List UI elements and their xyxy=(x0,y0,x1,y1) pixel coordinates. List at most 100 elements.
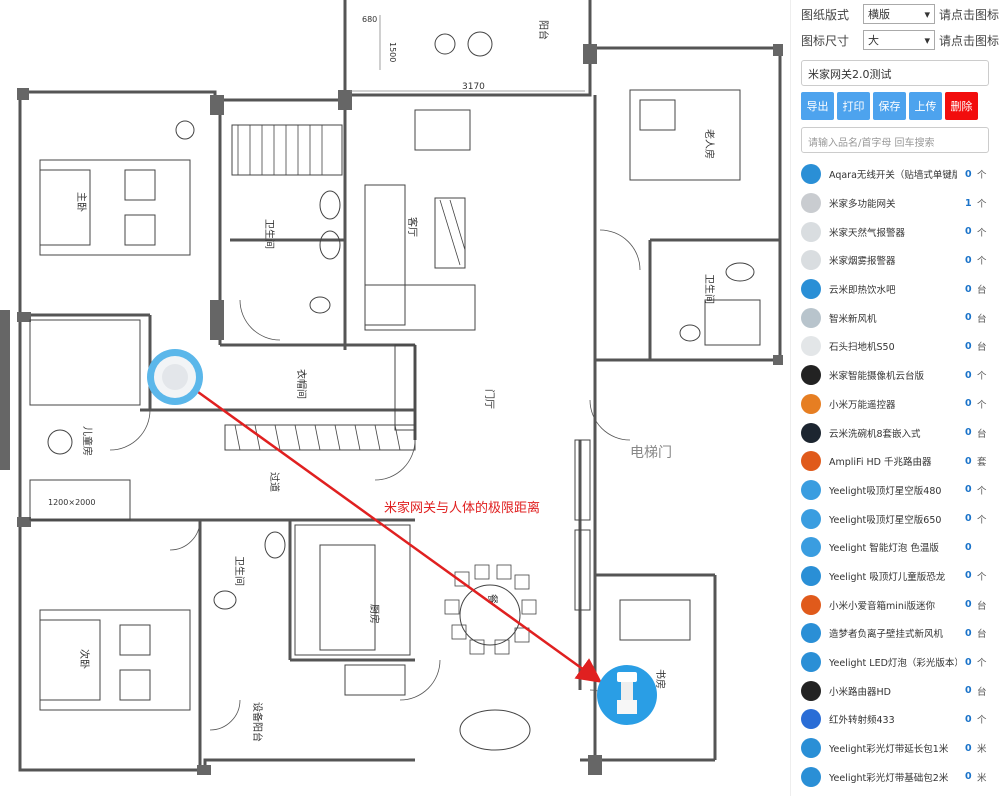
paper-layout-select[interactable]: 横版 ▾ xyxy=(863,4,935,24)
project-title-input[interactable]: 米家网关2.0测试 xyxy=(801,60,989,86)
print-button[interactable]: 打印 xyxy=(837,92,870,120)
device-icon xyxy=(801,336,821,357)
device-icon xyxy=(801,451,821,472)
device-icon xyxy=(801,680,821,701)
dining-chairs xyxy=(444,564,537,655)
device-name: 小米万能遥控器 xyxy=(829,399,896,411)
device-unit: 个 xyxy=(977,399,987,411)
device-icon xyxy=(801,279,821,300)
device-count: 0 xyxy=(965,484,972,496)
upload-button[interactable]: 上传 xyxy=(909,92,942,120)
device-name: 米家天然气报警器 xyxy=(829,227,906,239)
device-name: Yeelight吸顶灯星空版480 xyxy=(829,485,942,497)
label-foyer: 门厅 xyxy=(483,389,496,409)
device-name: 智米新风机 xyxy=(829,313,877,325)
walls xyxy=(18,0,782,772)
sensor-device-icon[interactable] xyxy=(597,665,657,725)
device-unit: 个 xyxy=(977,227,987,239)
floor-plan-canvas[interactable]: 阳台 主卧 卫生间 客厅 老人房 卫生间 儿童房 衣帽间 门厅 过道 卫生间 厨… xyxy=(0,0,790,796)
label-kitchen: 厨房 xyxy=(368,604,381,624)
search-input[interactable]: 请输入品名/首字母 回车搜索 xyxy=(801,127,989,153)
device-icon xyxy=(801,250,821,271)
device-unit: 个 xyxy=(977,715,987,727)
device-count: 0 xyxy=(965,427,972,439)
hint-click-icon: 请点击图标 xyxy=(939,33,1000,48)
device-unit: 个 xyxy=(977,658,987,670)
device-name: AmpliFi HD 千兆路由器 xyxy=(829,457,932,469)
device-name: 云米洗碗机8套嵌入式 xyxy=(829,428,921,440)
device-unit: 个 xyxy=(977,485,987,497)
paper-layout-label: 图纸版式 xyxy=(801,7,850,22)
icon-size-row: 图标尺寸 大 ▾ 请点击图标 xyxy=(801,30,999,50)
device-count: 0 xyxy=(965,599,972,611)
device-name: 红外转射频433 xyxy=(829,715,895,727)
dim-bed: 1200×2000 xyxy=(48,498,95,507)
paper-layout-row: 图纸版式 横版 ▾ 请点击图标 xyxy=(801,4,999,24)
device-name: Yeelight彩光灯带延长包1米 xyxy=(829,744,949,756)
device-count: 0 xyxy=(965,340,972,352)
device-icon xyxy=(801,709,821,730)
device-count: 0 xyxy=(965,627,972,639)
dimension-lines xyxy=(350,15,585,92)
device-count: 0 xyxy=(965,369,972,381)
label-study: 书房 xyxy=(654,669,667,689)
device-name: Aqara无线开关（贴墙式单键版） xyxy=(829,170,957,182)
annotation-text: 米家网关与人体的极限距离 xyxy=(384,500,540,516)
floor-plan-svg: 阳台 主卧 卫生间 客厅 老人房 卫生间 儿童房 衣帽间 门厅 过道 卫生间 厨… xyxy=(0,0,783,775)
label-elevator: 电梯门 xyxy=(630,445,672,461)
export-button[interactable]: 导出 xyxy=(801,92,834,120)
gateway-device-icon[interactable] xyxy=(147,349,203,405)
device-unit: 个 xyxy=(977,514,987,526)
device-unit: 台 xyxy=(977,428,987,440)
icon-size-select[interactable]: 大 ▾ xyxy=(863,30,935,50)
label-elder: 老人房 xyxy=(703,129,716,159)
save-button[interactable]: 保存 xyxy=(873,92,906,120)
label-kids: 儿童房 xyxy=(81,426,94,456)
device-unit: 台 xyxy=(977,600,987,612)
paper-layout-value: 横版 xyxy=(868,8,890,21)
device-name: 米家多功能网关 xyxy=(829,199,896,211)
device-unit: 个 xyxy=(977,571,987,583)
icon-size-label: 图标尺寸 xyxy=(801,33,850,48)
device-icon xyxy=(801,766,821,787)
label-master: 主卧 xyxy=(75,192,88,212)
device-icon xyxy=(801,565,821,586)
label-bath2: 卫生间 xyxy=(703,274,716,304)
device-name: Yeelight彩光灯带基础包2米 xyxy=(829,772,949,784)
device-icon xyxy=(801,652,821,673)
device-unit: 个 xyxy=(977,256,987,268)
device-count: 0 xyxy=(965,283,972,295)
dim-680: 680 xyxy=(362,15,377,24)
delete-button[interactable]: 删除 xyxy=(945,92,978,120)
device-count: 0 xyxy=(965,168,972,180)
device-name: 造梦者负离子壁挂式新风机 xyxy=(829,629,944,641)
device-name: Yeelight 智能灯泡 色温版 xyxy=(829,543,939,555)
label-living: 客厅 xyxy=(406,217,419,237)
device-name: 米家烟雾报警器 xyxy=(829,256,896,268)
device-unit: 台 xyxy=(977,629,987,641)
device-count: 0 xyxy=(965,742,972,754)
